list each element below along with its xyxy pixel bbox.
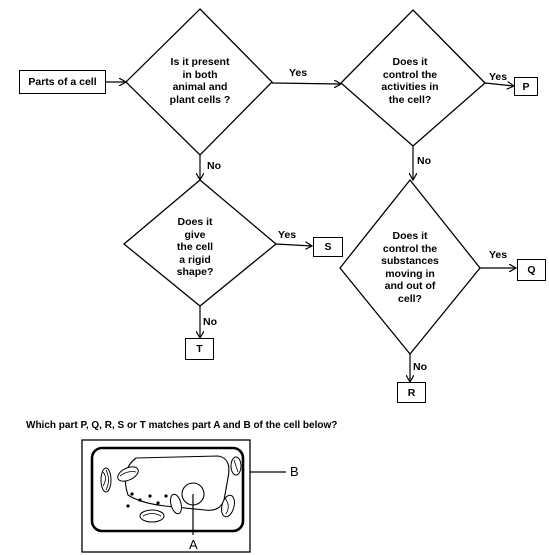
cell-label-a: A — [189, 537, 198, 552]
outcome-q: Q — [527, 264, 536, 276]
no-label-1: No — [207, 160, 221, 172]
outcome-t: T — [196, 343, 203, 355]
question-text: Which part P, Q, R, S or T matches part … — [26, 420, 338, 431]
start-box: Parts of a cell — [19, 70, 106, 94]
no-label-2: No — [417, 155, 431, 167]
decision-1-text: Is it present in both animal and plant c… — [169, 56, 231, 106]
outcome-p: P — [522, 80, 530, 93]
yes-label-2: Yes — [489, 71, 508, 83]
outcome-box-q: Q — [517, 259, 546, 281]
outcome-box-r: R — [397, 382, 426, 403]
decision-4-text: Does it control the substances moving in… — [381, 230, 439, 305]
outcome-s: S — [324, 241, 332, 253]
outcome-box-p: P — [514, 77, 538, 96]
outcome-box-s: S — [313, 237, 343, 257]
start-label: Parts of a cell — [28, 76, 97, 88]
outcome-r: R — [407, 386, 416, 399]
yes-label-1: Yes — [289, 67, 308, 79]
yes-label-4: Yes — [489, 249, 508, 261]
plant-cell-diagram — [81, 439, 286, 553]
outcome-box-t: T — [185, 338, 214, 360]
yes-label-3: Yes — [278, 229, 297, 241]
no-label-4: No — [413, 361, 427, 373]
no-label-3: No — [203, 316, 217, 328]
decision-3-text: Does it give the cell a rigid shape? — [176, 216, 214, 278]
decision-2-text: Does it control the activities in the ce… — [381, 56, 439, 106]
cell-label-b: B — [290, 464, 299, 479]
